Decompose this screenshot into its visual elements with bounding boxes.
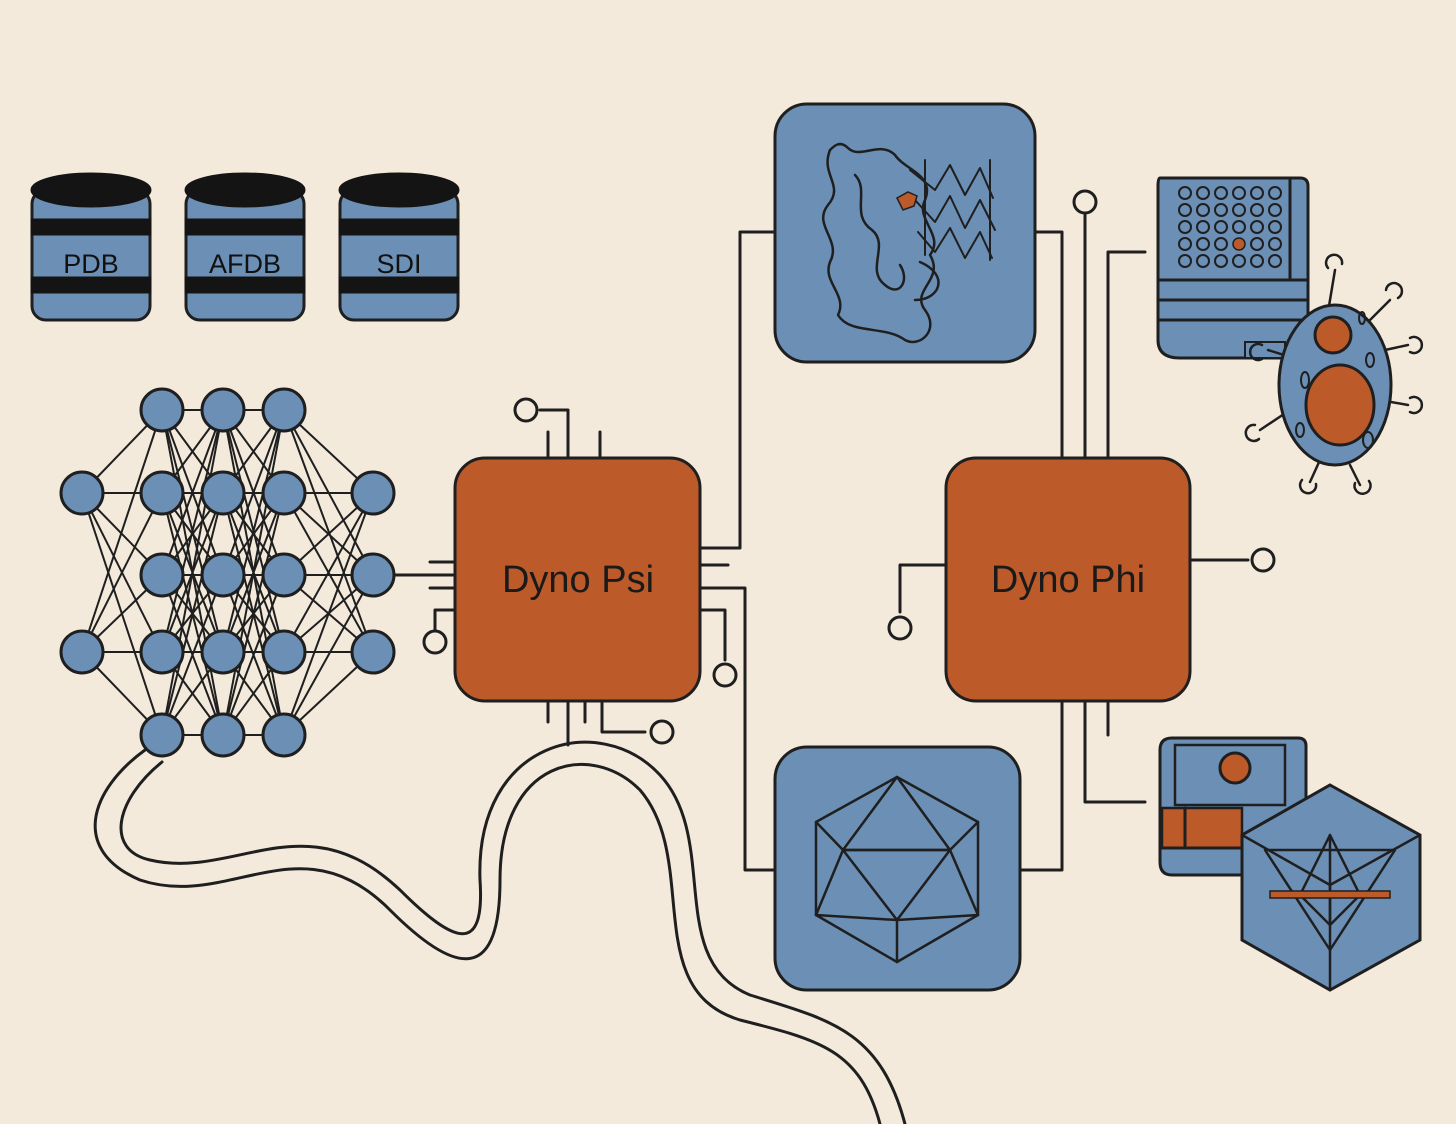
database-label-pdb: PDB [63,249,119,279]
nn-edge [161,574,224,736]
well [1196,237,1210,251]
nn-edge [161,409,224,736]
well [1232,220,1246,234]
nn-edge [222,574,285,736]
well [1268,186,1282,200]
nn-edge [283,409,374,653]
well [1214,254,1228,268]
well [1250,254,1264,268]
database-label-sdi: SDI [376,249,421,279]
nn-node [350,470,396,516]
database-sdi: SDI [338,172,460,322]
well-grid [1178,186,1282,268]
well [1232,237,1246,251]
nn-edge [81,492,163,653]
nn-edge [161,409,224,576]
nn-node [139,552,185,598]
nn-edge [283,492,374,653]
nn-node [350,552,396,598]
well [1268,237,1282,251]
nn-node [139,629,185,675]
nn-node [59,470,105,516]
terminal-nodes [422,189,1276,745]
nn-edge [283,492,374,736]
nn-edge [222,492,285,736]
winding-road [93,740,907,1124]
well [1178,203,1192,217]
nn-node [200,712,246,758]
well [1214,220,1228,234]
well [1268,203,1282,217]
nn-edge [283,574,374,736]
well [1250,186,1264,200]
chip-dyno-psi: Dyno Psi [453,456,702,703]
nn-node [139,712,185,758]
well [1214,203,1228,217]
well [1250,203,1264,217]
nn-node [261,470,307,516]
nn-node [200,552,246,598]
nn-node [261,629,307,675]
database-afdb: AFDB [184,172,306,322]
nn-edge [81,409,163,653]
well [1178,254,1192,268]
protein-structure-icon [773,102,1037,364]
well [1196,186,1210,200]
nn-edge [222,409,285,576]
well [1178,220,1192,234]
nn-edge [161,409,224,653]
nn-node [139,387,185,433]
chip-label-dyno-phi: Dyno Phi [991,559,1145,601]
well [1232,254,1246,268]
well [1196,203,1210,217]
nn-edge [222,409,285,736]
nn-node [200,629,246,675]
cell-icon [1244,253,1424,495]
database-pdb: PDB [30,172,152,322]
circuit-wires [393,213,1250,872]
chip-dyno-phi: Dyno Phi [944,456,1192,703]
nn-edge [161,492,224,736]
icosahedron-icon [773,745,1022,992]
well [1250,220,1264,234]
database-label-afdb: AFDB [209,249,281,279]
nn-node [261,387,307,433]
well-plate-icon [1156,176,1310,360]
well [1196,220,1210,234]
well [1214,186,1228,200]
well [1196,254,1210,268]
well [1268,254,1282,268]
nn-edge [222,409,285,653]
nn-node [139,470,185,516]
well [1268,220,1282,234]
well [1250,237,1264,251]
nn-node [350,629,396,675]
well [1214,237,1228,251]
well [1232,203,1246,217]
nn-node [200,387,246,433]
chip-label-dyno-psi: Dyno Psi [502,559,654,601]
cube-icon [1240,783,1422,992]
neural-network-icon [59,387,396,758]
well [1178,237,1192,251]
nn-node [261,552,307,598]
nn-node [59,629,105,675]
nn-node [200,470,246,516]
well [1178,186,1192,200]
well [1232,186,1246,200]
nn-node [261,712,307,758]
